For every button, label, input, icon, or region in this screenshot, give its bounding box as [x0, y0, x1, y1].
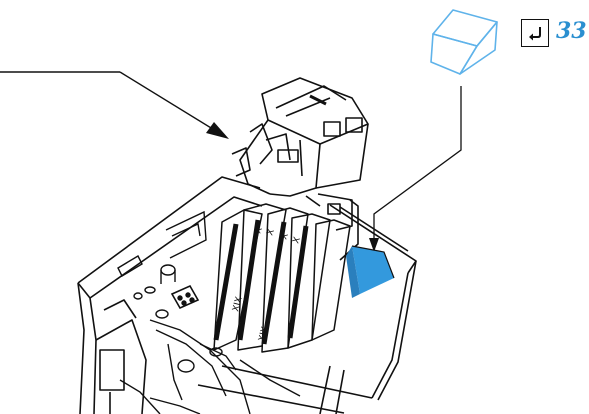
- rack-label-1: X: [253, 226, 265, 235]
- inner-controls: [117, 210, 301, 414]
- slot-label-2: XIX: [257, 326, 271, 343]
- magazine-rack: [213, 203, 351, 353]
- rack-label-2: X: [265, 228, 277, 237]
- rack-label-3: X: [279, 232, 291, 241]
- cartridge-block-icon: [430, 9, 498, 75]
- highlighted-cartridge: [346, 245, 395, 298]
- upper-mechanism: [231, 77, 369, 261]
- rack-label-4: X: [291, 236, 303, 245]
- slot-label-1: XIX: [231, 296, 245, 313]
- callout-leader: [369, 86, 462, 252]
- page-number: 33: [556, 18, 587, 44]
- rack-labels: X X X X XIX XIX: [231, 226, 303, 343]
- return-arrow-icon: [521, 19, 549, 47]
- leader-arrow-icon: [0, 71, 229, 139]
